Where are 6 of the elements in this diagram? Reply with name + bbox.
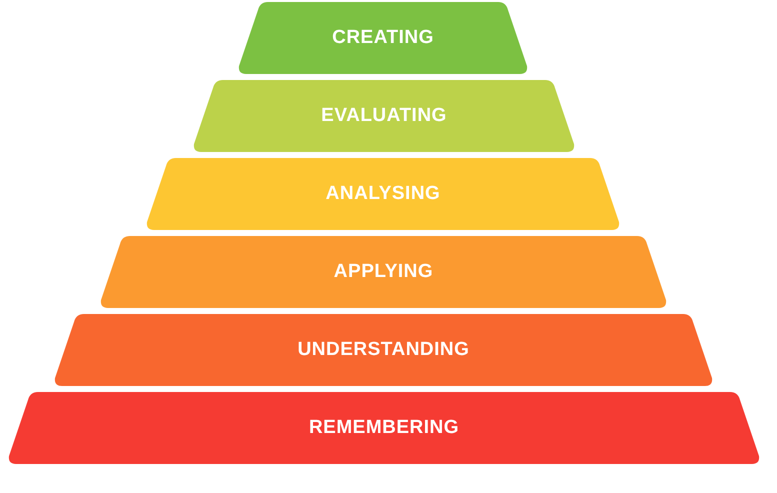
tier-label: ANALYSING bbox=[326, 183, 440, 205]
tier-label: REMEMBERING bbox=[308, 417, 460, 439]
tier-label: EVALUATING bbox=[321, 105, 447, 127]
tier-label: APPLYING bbox=[334, 261, 434, 283]
tier-label: UNDERSTANDING bbox=[298, 339, 470, 361]
tier-label: CREATING bbox=[332, 27, 434, 49]
